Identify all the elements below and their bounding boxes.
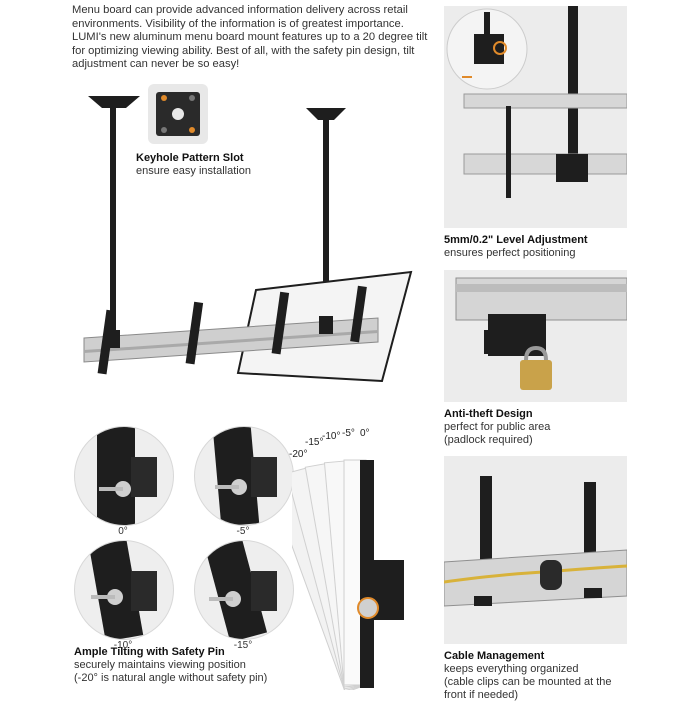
- tilting-caption: Ample Tilting with Safety Pin securely m…: [74, 646, 304, 685]
- anti-theft-image: [444, 270, 627, 402]
- keyhole-line: ensure easy installation: [136, 165, 251, 177]
- tilt-label-minus-15: -15°: [233, 640, 253, 651]
- tilt-fan-illustration: [292, 440, 422, 690]
- fan-label-minus-10: -10°: [322, 431, 341, 442]
- anti-theft-line-2: (padlock required): [444, 434, 533, 446]
- intro-paragraph: Menu board can provide advanced informat…: [72, 4, 428, 71]
- fan-label-minus-5: -5°: [342, 428, 355, 439]
- level-adjustment-image: [444, 6, 627, 228]
- cable-line-2: (cable clips can be mounted at the: [444, 676, 612, 688]
- menu-board-mount-illustration: [78, 80, 418, 390]
- fan-label-minus-20: -20°: [289, 449, 308, 460]
- keyhole-detail-image: [148, 84, 208, 144]
- fan-label-minus-15: -15°: [305, 437, 324, 448]
- tilting-title: Ample Tilting with Safety Pin: [74, 646, 225, 658]
- keyhole-caption: Keyhole Pattern Slot ensure easy install…: [136, 152, 286, 178]
- level-line: ensures perfect positioning: [444, 247, 576, 259]
- tilt-circle-minus-5: [194, 426, 294, 526]
- cable-management-image: [444, 456, 627, 644]
- cable-line-1: keeps everything organized: [444, 663, 579, 675]
- cable-line-3: front if needed): [444, 689, 518, 701]
- tilt-label-0: 0°: [118, 526, 128, 537]
- cable-title: Cable Management: [444, 650, 545, 662]
- keyhole-title: Keyhole Pattern Slot: [136, 152, 244, 164]
- anti-theft-caption: Anti-theft Design perfect for public are…: [444, 408, 644, 447]
- level-caption: 5mm/0.2" Level Adjustment ensures perfec…: [444, 234, 644, 260]
- tilt-circle-minus-10: [74, 540, 174, 640]
- fan-label-0: 0°: [360, 428, 370, 439]
- anti-theft-title: Anti-theft Design: [444, 408, 533, 420]
- tilt-circle-minus-15: [194, 540, 294, 640]
- cable-caption: Cable Management keeps everything organi…: [444, 650, 644, 702]
- level-title: 5mm/0.2" Level Adjustment: [444, 234, 588, 246]
- tilt-circle-0: [74, 426, 174, 526]
- tilting-line-2: (-20° is natural angle without safety pi…: [74, 672, 268, 684]
- tilting-line-1: securely maintains viewing position: [74, 659, 246, 671]
- tilt-label-minus-5: -5°: [236, 526, 250, 537]
- tilt-label-minus-10: -10°: [113, 640, 133, 651]
- anti-theft-line-1: perfect for public area: [444, 421, 551, 433]
